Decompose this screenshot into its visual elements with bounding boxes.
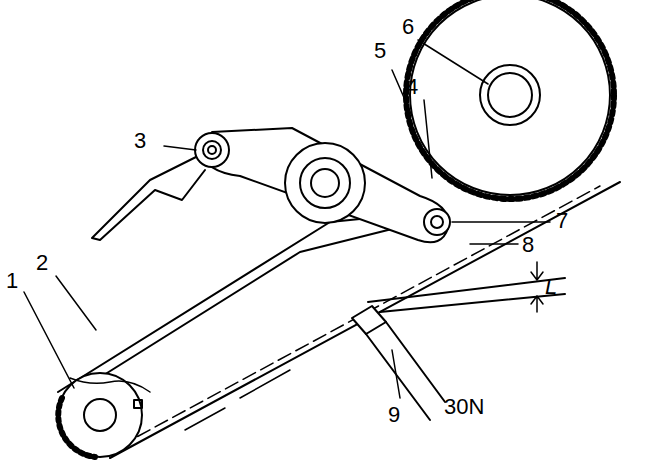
callout-number: 5 xyxy=(374,40,386,62)
callout-number: 9 xyxy=(388,404,400,426)
leader-line xyxy=(24,292,74,388)
camshaft-gear xyxy=(410,0,610,195)
lock-bolt xyxy=(424,209,450,235)
leader-line xyxy=(164,146,196,150)
callout-number: 6 xyxy=(402,16,414,38)
dimension-arrow xyxy=(531,296,543,312)
pulley-bore xyxy=(311,169,339,197)
leader-line xyxy=(392,350,400,398)
crank-hub xyxy=(84,399,116,431)
pivot-bolt-inner xyxy=(203,141,221,159)
gear-bore xyxy=(488,73,532,117)
callout-number: 1 xyxy=(6,270,18,292)
dimension-arrow xyxy=(531,262,543,280)
gear-teeth xyxy=(406,0,614,199)
leader-line xyxy=(470,243,518,245)
belt-upper-inner xyxy=(64,222,420,400)
force-gauge xyxy=(366,322,445,420)
leader-line xyxy=(56,276,96,330)
leader-line xyxy=(452,221,550,223)
callout-number: 3 xyxy=(134,130,146,152)
belt-lower xyxy=(110,182,620,458)
dimension-label: L xyxy=(545,276,557,298)
leader-line xyxy=(424,100,432,178)
lock-bolt-inner xyxy=(431,216,443,228)
pivot-bolt-core xyxy=(208,146,216,154)
pivot-bolt xyxy=(195,133,229,167)
crank-sprocket xyxy=(58,373,142,457)
callout-number: 30N xyxy=(444,396,484,418)
callout-number: 2 xyxy=(36,252,48,274)
key xyxy=(134,400,142,408)
callout-number: 7 xyxy=(556,210,568,232)
pulley-hub xyxy=(300,158,350,208)
adjust-lever xyxy=(92,155,205,240)
straightedge-bottom xyxy=(380,294,565,312)
callout-number: 8 xyxy=(522,234,534,256)
belt-break xyxy=(70,378,150,392)
tensioner-arm xyxy=(200,128,448,242)
tensioner-pulley xyxy=(285,143,365,223)
belt-lower-inner xyxy=(120,186,600,446)
belt-hatch xyxy=(185,370,290,430)
gauge-tip xyxy=(352,306,386,334)
gear-hub xyxy=(480,65,540,125)
callout-number: 4 xyxy=(406,76,418,98)
leader-line xyxy=(418,40,488,84)
